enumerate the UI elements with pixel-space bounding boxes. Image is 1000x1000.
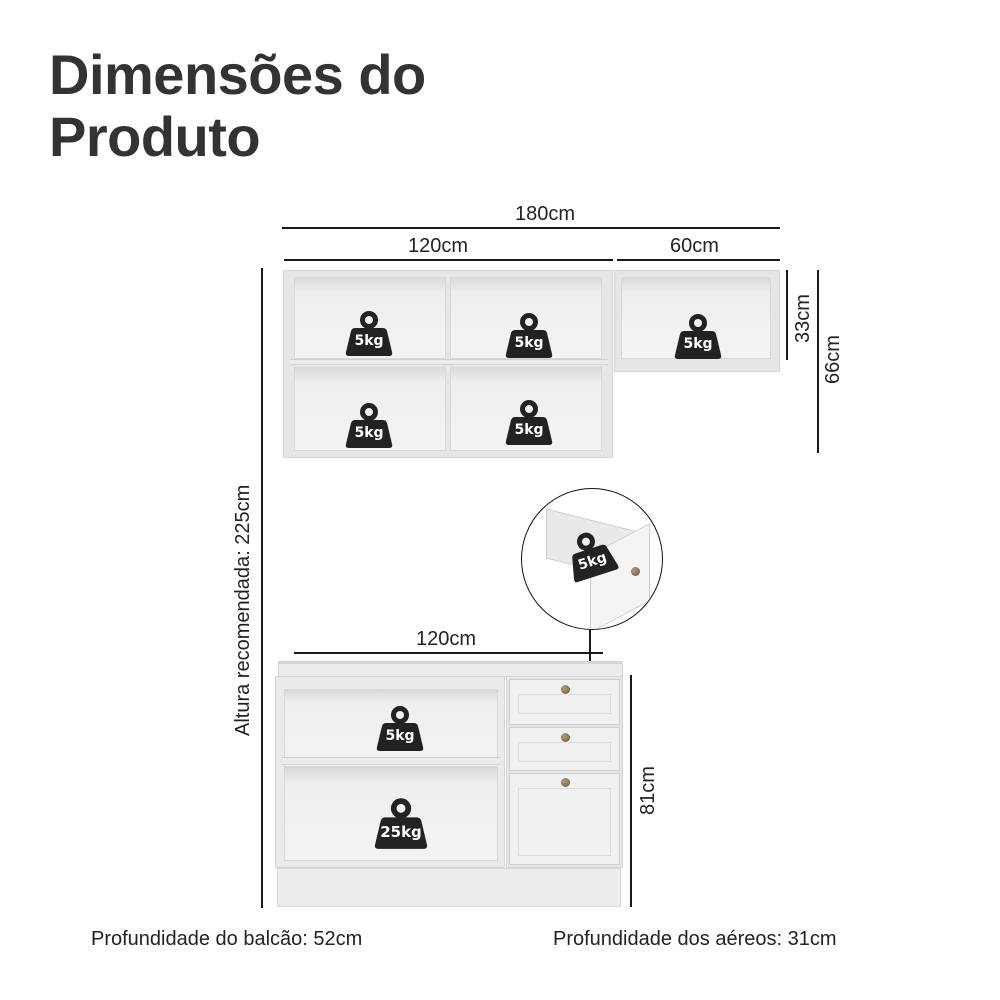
upper-left-shelf [290, 359, 608, 365]
weight-label: 5kg [683, 336, 713, 352]
weight-label: 25kg [380, 823, 422, 841]
drawer-detail-callout: 5kg [521, 488, 663, 630]
recommended-height-label: Altura recomendada: 225cm [232, 484, 254, 736]
counter-height-label: 81cm [637, 766, 659, 815]
upper-cabinet-height-line [786, 270, 788, 360]
counter-shelf [282, 757, 500, 765]
recommended-height-line [261, 268, 263, 908]
page-title: Dimensões do Produto [49, 44, 426, 168]
upper-depth-label: Profundidade dos aéreos: 31cm [553, 928, 837, 950]
upper-right-width-line [617, 259, 780, 261]
weight-icon: 5kg [345, 310, 393, 356]
door-knob [560, 778, 570, 787]
weight-label: 5kg [514, 335, 544, 351]
weight-icon: 5kg [345, 402, 393, 448]
open-section [275, 676, 505, 868]
counter-height-line [630, 675, 632, 907]
drawer-knob [560, 685, 570, 694]
total-width-label: 180cm [515, 203, 576, 225]
weight-label: 5kg [385, 728, 415, 744]
upper-cabinet-left [283, 270, 613, 458]
weight-icon: 5kg [376, 705, 424, 751]
counter-cabinet [275, 661, 623, 907]
middle-drawer[interactable] [509, 727, 620, 771]
open-drawer-illustration [532, 508, 662, 629]
counter-width-line [294, 652, 603, 654]
weight-icon: 25kg [374, 797, 428, 849]
upper-total-height-line [817, 270, 819, 453]
weight-label: 5kg [354, 425, 384, 441]
upper-left-width-label: 120cm [408, 235, 469, 257]
drawer-knob [560, 733, 570, 742]
top-drawer[interactable] [509, 679, 620, 725]
bottom-door[interactable] [509, 773, 620, 865]
counter-depth-label: Profundidade do balcão: 52cm [91, 928, 363, 950]
weight-icon: 5kg [505, 312, 553, 358]
drawer-column [506, 676, 623, 868]
upper-left-width-line [284, 259, 613, 261]
title-line-2: Produto [49, 105, 261, 168]
upper-right-width-label: 60cm [670, 235, 719, 257]
counter-plinth [277, 868, 621, 907]
upper-cabinet-height-label: 33cm [792, 294, 814, 343]
weight-icon: 5kg [674, 313, 722, 359]
counter-width-label: 120cm [416, 628, 477, 650]
weight-label: 5kg [514, 422, 544, 438]
weight-icon: 5kg [505, 399, 553, 445]
weight-icon: 5kg [560, 525, 620, 584]
title-line-1: Dimensões do [49, 43, 426, 106]
countertop [278, 661, 623, 677]
total-width-line [282, 227, 780, 229]
weight-label: 5kg [354, 333, 384, 349]
upper-total-height-label: 66cm [822, 335, 844, 384]
